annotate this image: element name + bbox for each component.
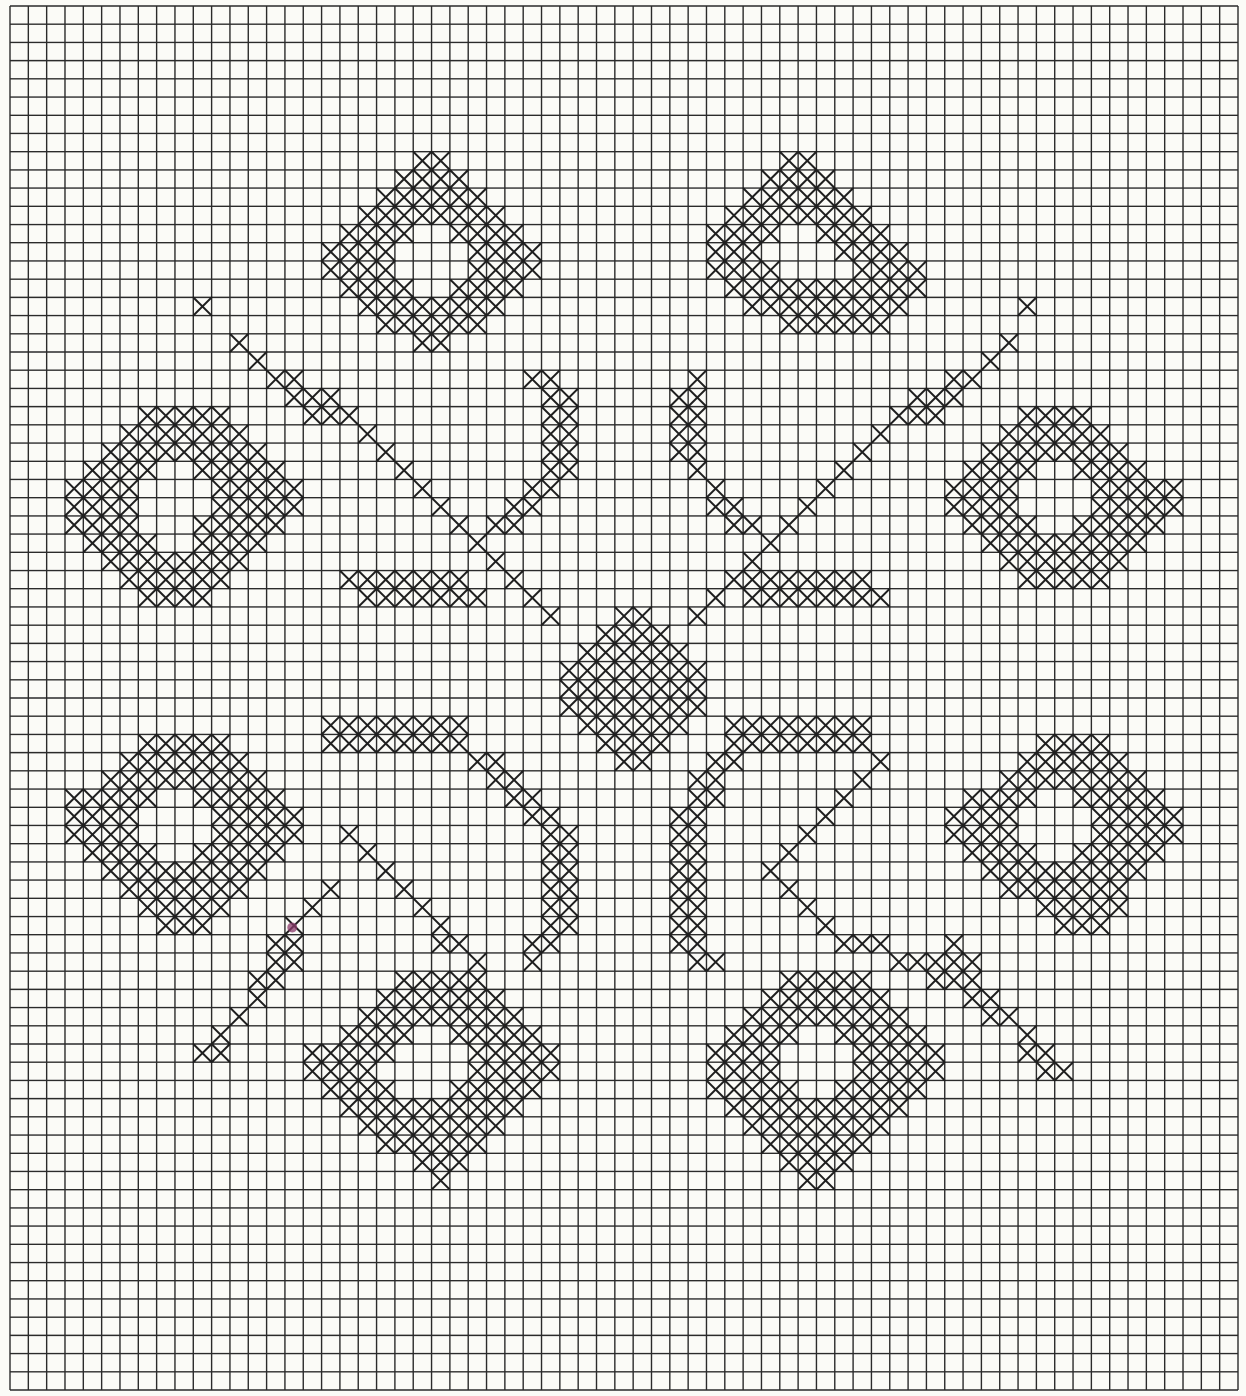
- ink-speck: [287, 922, 297, 932]
- ink-speck-layer: [287, 922, 297, 932]
